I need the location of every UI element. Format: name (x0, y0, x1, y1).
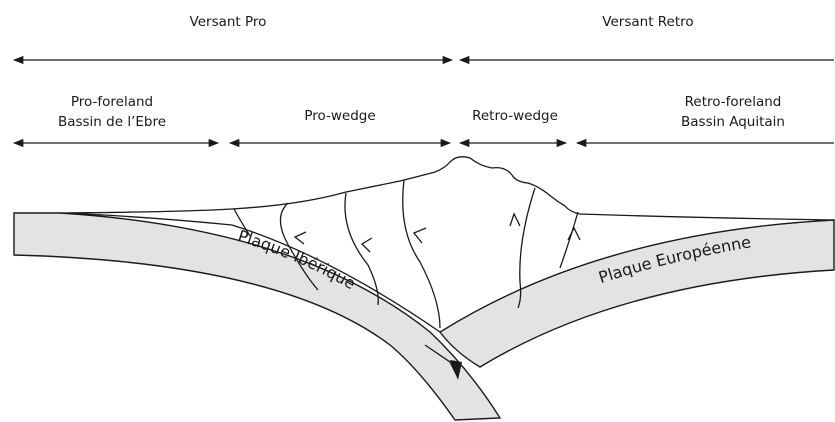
pro-wedge-label: Pro-wedge (304, 108, 375, 124)
thrust-fault-1 (233, 208, 251, 237)
fault-arrow-1 (293, 231, 307, 245)
retro-foreland-label: Retro-foreland (685, 94, 782, 110)
fault-arrow-3 (412, 227, 427, 244)
retro-thrust-fault-1 (517, 187, 536, 309)
subduction-arrow-head (450, 360, 462, 380)
pro-foreland-label: Pro-foreland (71, 94, 153, 110)
fault-arrow-5 (567, 226, 581, 241)
versant-pro-label: Versant Pro (190, 14, 267, 30)
bassin-aquitain-label: Bassin Aquitain (681, 114, 785, 130)
iberian-plate (13, 212, 502, 421)
orogenic-wedge (59, 156, 835, 333)
thrust-fault-3 (344, 192, 379, 306)
fault-arrow-2 (360, 237, 373, 253)
thrust-fault-2 (279, 202, 319, 291)
retro-wedge-label: Retro-wedge (472, 108, 558, 124)
fault-arrow-4 (509, 212, 521, 227)
thrust-fault-4 (402, 179, 441, 329)
retro-thrust-fault-2 (559, 211, 579, 269)
versant-retro-label: Versant Retro (602, 14, 693, 30)
bassin-ebre-label: Bassin de l’Ebre (58, 114, 166, 130)
